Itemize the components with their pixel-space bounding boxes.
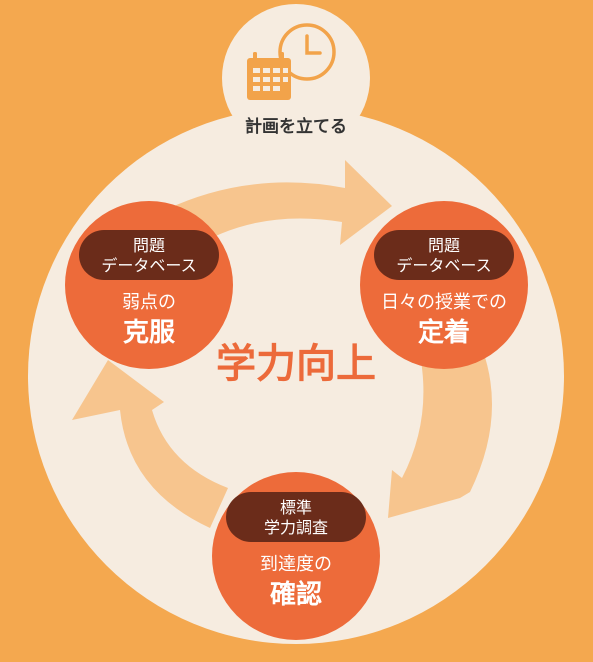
pill-left: [79, 230, 219, 280]
node-left-line2: 克服: [122, 318, 175, 348]
calendar-clock-icon: [247, 23, 336, 100]
node-right-line1: 日々の授業での: [381, 292, 507, 313]
cycle-arrows: [72, 160, 493, 528]
node-bottom-pill-line2: 学力調査: [263, 518, 328, 537]
node-bottom-line2: 確認: [269, 580, 322, 610]
arrow-top: [165, 160, 392, 250]
node-pills: [79, 230, 514, 542]
node-right-pill-line2: データベース: [396, 256, 492, 275]
node-left-pill-line2: データベース: [101, 256, 197, 275]
pill-right: [374, 230, 514, 280]
planning-label: 計画を立てる: [245, 117, 347, 137]
center-label: 学力向上: [216, 341, 376, 387]
node-right-pill-line1: 問題: [427, 236, 460, 255]
arrow-left: [72, 360, 228, 528]
node-left-pill-line1: 問題: [132, 236, 165, 255]
arrow-right: [388, 318, 493, 518]
node-left-line1: 弱点の: [122, 292, 176, 313]
node-bottom-line1: 到達度の: [260, 554, 332, 575]
node-bottom-pill-line1: 標準: [279, 498, 312, 517]
pill-bottom: [226, 492, 366, 542]
node-right-line2: 定着: [417, 318, 470, 348]
